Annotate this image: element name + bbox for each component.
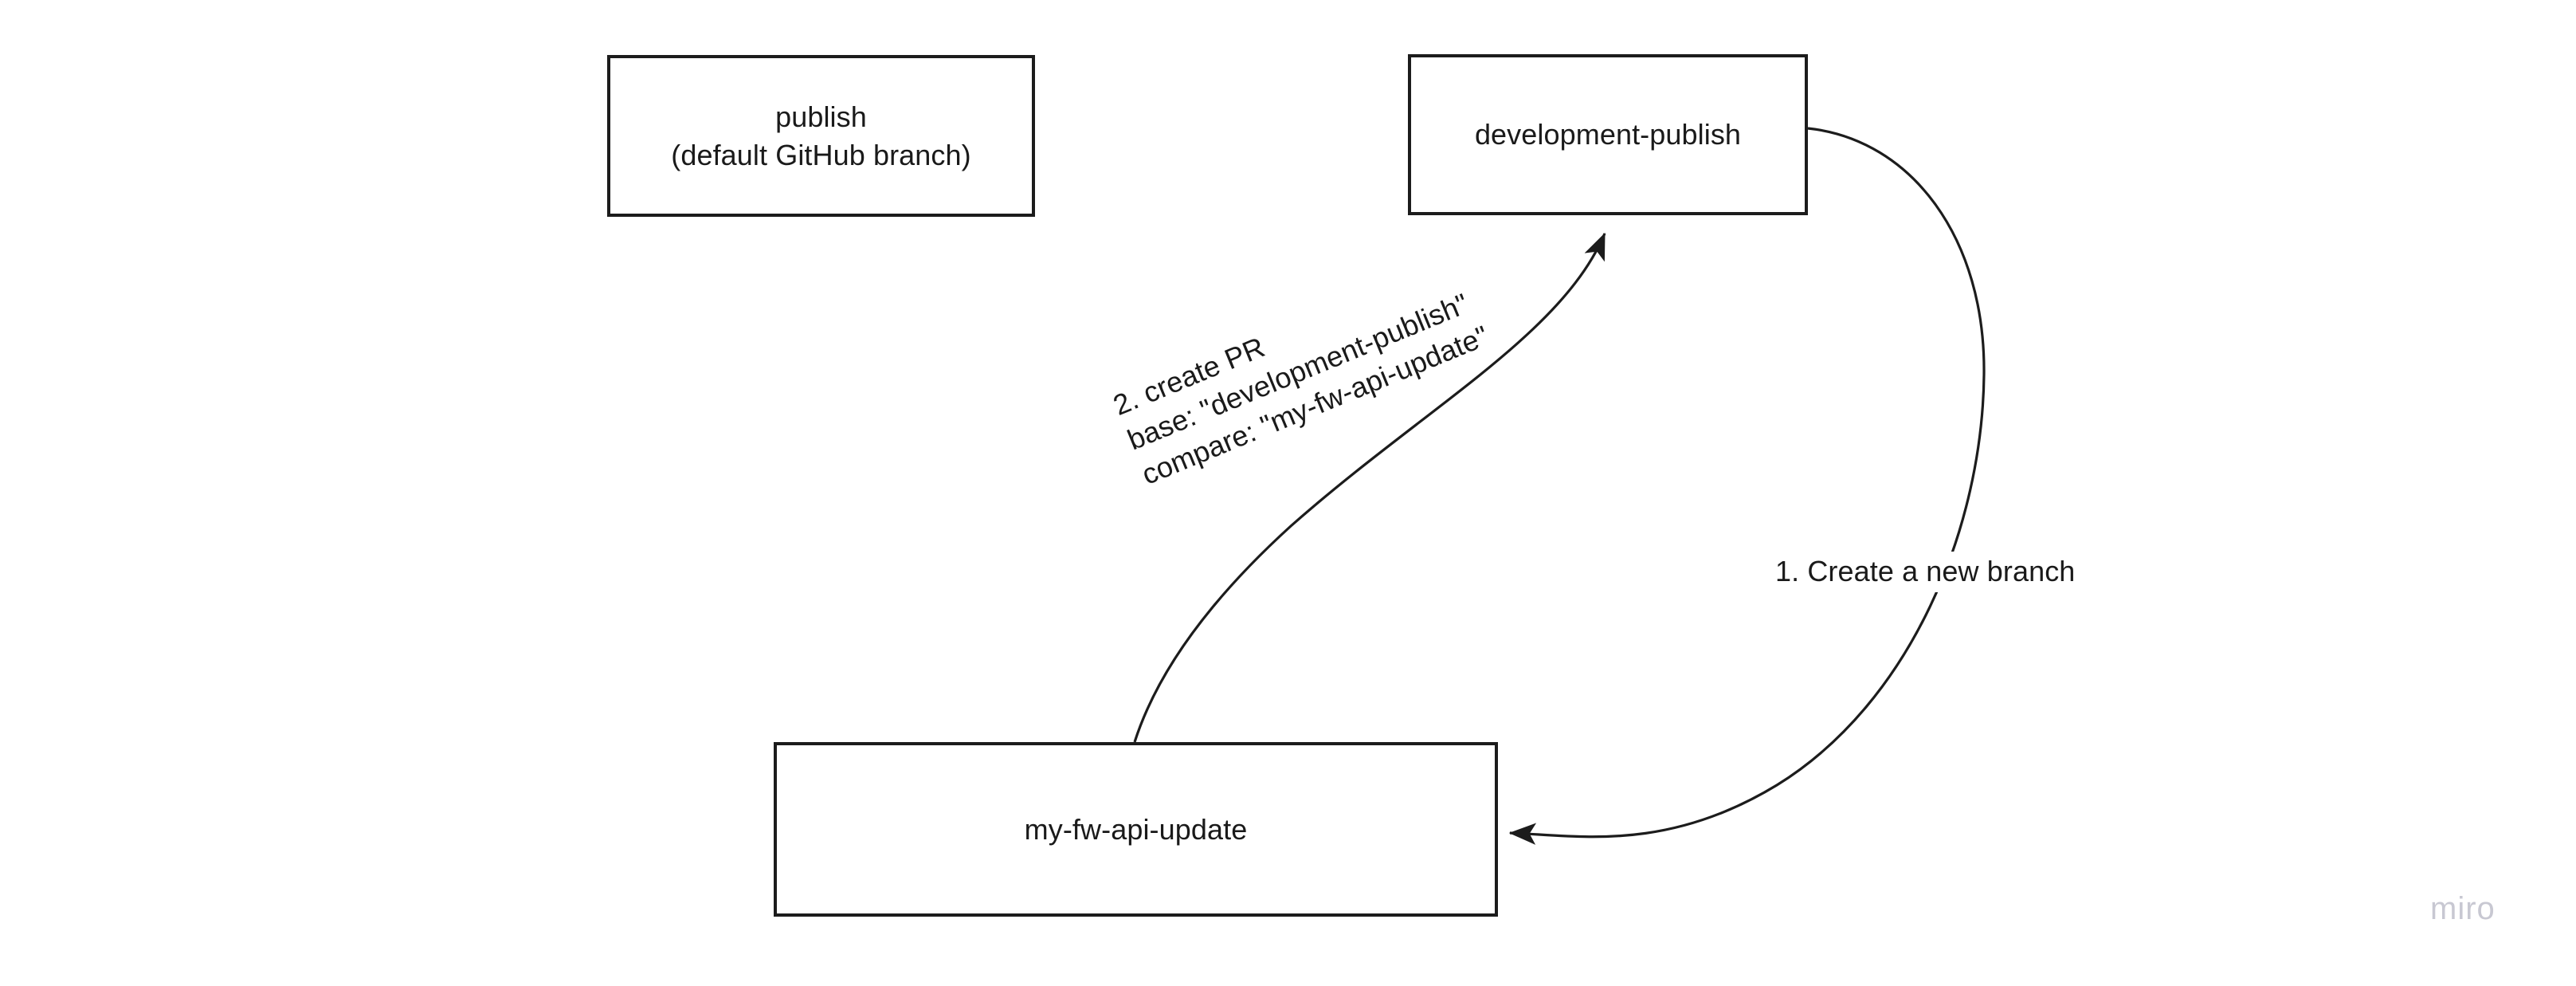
node-my-fw-api-update-label: my-fw-api-update: [1024, 812, 1248, 846]
node-publish-label: publish (default GitHub branch): [671, 100, 971, 171]
node-publish[interactable]: publish (default GitHub branch): [607, 55, 1035, 217]
edge-label-create-branch: 1. Create a new branch: [1770, 552, 2080, 592]
edge-label-create-pr: 2. create PR base: "development-publish"…: [1099, 242, 1504, 501]
edge-create-branch-path: [1508, 127, 1986, 845]
node-development-publish[interactable]: development-publish: [1408, 54, 1808, 215]
miro-watermark: miro: [2430, 891, 2496, 926]
node-development-publish-label: development-publish: [1474, 118, 1742, 151]
node-my-fw-api-update[interactable]: my-fw-api-update: [774, 742, 1498, 917]
